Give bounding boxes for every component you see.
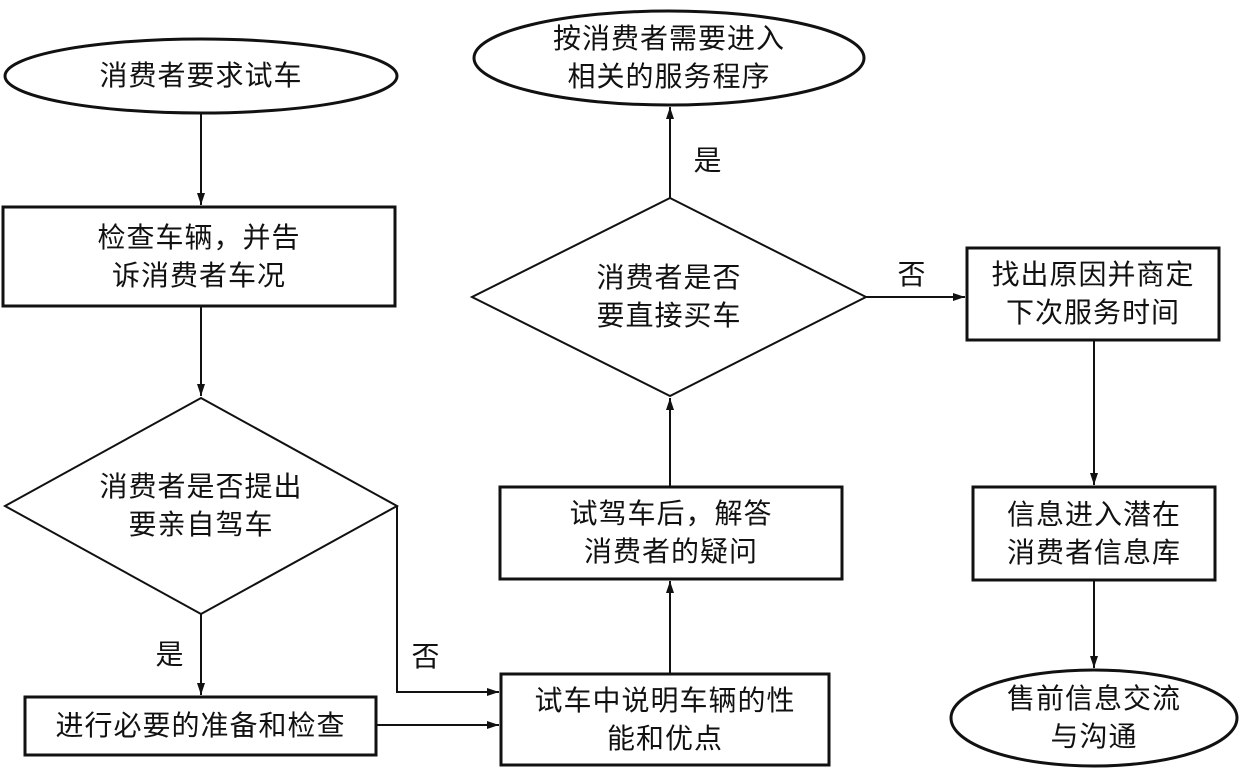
presales-label: 售前信息交流 与沟通 [951, 674, 1237, 762]
inspect-label: 检查车辆，并告 诉消费者车况 [3, 207, 395, 306]
service-ellipse [472, 9, 866, 107]
explain-line-2: 能和优点 [606, 721, 723, 755]
service-label: 按消费者需要进入 相关的服务程序 [474, 14, 864, 102]
prepare-line-1: 进行必要的准备和检查 [55, 709, 346, 742]
answer-line-1: 试驾车后，解答 [569, 497, 773, 530]
start-line-1: 消费者要求试车 [99, 59, 303, 92]
start-label: 消费者要求试车 [5, 40, 397, 112]
edge-label-drive-yes: 是 [155, 638, 185, 671]
presales-line-2: 与沟通 [1050, 720, 1138, 753]
decide-drive-line-1: 消费者是否提出 [99, 470, 303, 503]
decide-buy-label: 消费者是否 要直接买车 [472, 253, 866, 341]
find-reason-line-1: 找出原因并商定 [991, 258, 1195, 291]
find-reason-label: 找出原因并商定 下次服务时间 [967, 248, 1219, 340]
arrow-decide-no-to-explain [396, 506, 499, 696]
decide-buy-line-2: 要直接买车 [596, 299, 742, 332]
find-reason-line-2: 下次服务时间 [1005, 296, 1180, 329]
presales-line-1: 售前信息交流 [1006, 682, 1181, 715]
decide-drive-label: 消费者是否提出 要亲自驾车 [5, 462, 397, 550]
answer-line-2: 消费者的疑问 [583, 535, 758, 568]
decide-drive-line-2: 要亲自驾车 [128, 508, 274, 541]
inspect-line-1: 检查车辆，并告 [97, 220, 301, 254]
database-label: 信息进入潜在 消费者信息库 [973, 487, 1215, 580]
inspect-line-2: 诉消费者车况 [111, 258, 286, 292]
presales-ellipse [949, 668, 1239, 768]
database-line-1: 信息进入潜在 [1006, 497, 1181, 531]
edge-label-drive-no: 否 [411, 640, 441, 673]
explain-line-1: 试车中说明车辆的性 [534, 683, 796, 717]
service-line-2: 相关的服务程序 [567, 60, 771, 93]
decide-buy-line-1: 消费者是否 [596, 261, 742, 294]
database-line-2: 消费者信息库 [1006, 535, 1181, 569]
service-line-1: 按消费者需要进入 [552, 22, 785, 55]
edge-label-buy-no: 否 [897, 258, 927, 291]
answer-label: 试驾车后，解答 消费者的疑问 [500, 487, 842, 579]
edge-label-buy-yes: 是 [693, 144, 723, 177]
explain-box [499, 672, 831, 767]
inspect-box [1, 205, 397, 308]
prepare-label: 进行必要的准备和检查 [25, 697, 376, 755]
decide-buy-diamond [469, 196, 869, 398]
explain-label: 试车中说明车辆的性 能和优点 [501, 674, 829, 765]
